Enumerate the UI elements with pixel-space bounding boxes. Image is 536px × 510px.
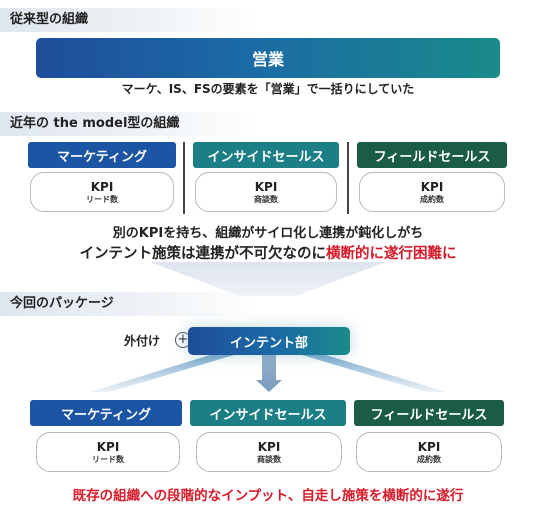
kpi-label: KPI xyxy=(96,439,120,454)
issue-line-2: インテント施策は連携が不可欠なのに横断的に遂行困難に xyxy=(0,242,536,263)
silo-divider xyxy=(183,142,185,214)
section-title-package: 今回のパッケージ xyxy=(0,292,260,316)
kpi-box-marketing: KPI リード数 xyxy=(30,172,174,212)
kpi-box-marketing-package: KPI リード数 xyxy=(36,432,180,472)
issue-line-2-prefix: インテント施策は連携が不可欠なのに xyxy=(79,246,327,262)
kpi-metric: 成約数 xyxy=(420,194,444,204)
team-header-inside-sales-package: インサイドセールス xyxy=(190,400,346,426)
kpi-metric: 成約数 xyxy=(417,454,441,464)
kpi-metric: リード数 xyxy=(92,454,124,464)
sales-note: マーケ、IS、FSの要素を「営業」で一括りにしていた xyxy=(121,82,415,96)
kpi-metric: 商談数 xyxy=(254,194,278,204)
team-header-inside-sales: インサイドセールス xyxy=(193,142,339,168)
section-title-recent: 近年の the model型の組織 xyxy=(0,112,260,136)
section-title-traditional: 従来型の組織 xyxy=(0,8,260,32)
kpi-label: KPI xyxy=(420,179,444,194)
kpi-box-inside-sales-package: KPI 商談数 xyxy=(196,432,342,472)
kpi-label: KPI xyxy=(257,439,281,454)
kpi-label: KPI xyxy=(417,439,441,454)
outsource-label: 外付け xyxy=(124,334,161,348)
team-header-marketing: マーケティング xyxy=(28,142,176,168)
arrow-left xyxy=(90,355,234,392)
intent-dept-box: インテント部 xyxy=(188,327,350,355)
team-header-field-sales: フィールドセールス xyxy=(357,142,507,168)
arrow-center xyxy=(256,355,282,392)
conclusion-text: 既存の組織への段階的なインプット、自走し施策を横断的に遂行 xyxy=(72,488,464,504)
team-header-marketing-package: マーケティング xyxy=(30,400,182,426)
kpi-metric: 商談数 xyxy=(257,454,281,464)
team-header-field-sales-package: フィールドセールス xyxy=(354,400,504,426)
silo-divider xyxy=(347,142,349,214)
kpi-box-field-sales: KPI 成約数 xyxy=(359,172,505,212)
kpi-box-field-sales-package: KPI 成約数 xyxy=(356,432,502,472)
arrow-right xyxy=(302,355,446,392)
kpi-box-inside-sales: KPI 商談数 xyxy=(195,172,337,212)
sales-box: 営業 xyxy=(36,38,500,78)
kpi-label: KPI xyxy=(254,179,278,194)
issue-line-2-highlight: 横断的に遂行困難に xyxy=(326,246,457,262)
kpi-metric: リード数 xyxy=(86,194,118,204)
kpi-label: KPI xyxy=(90,179,114,194)
issue-line-1: 別のKPIを持ち、組織がサイロ化し連携が鈍化しがち xyxy=(112,226,424,241)
